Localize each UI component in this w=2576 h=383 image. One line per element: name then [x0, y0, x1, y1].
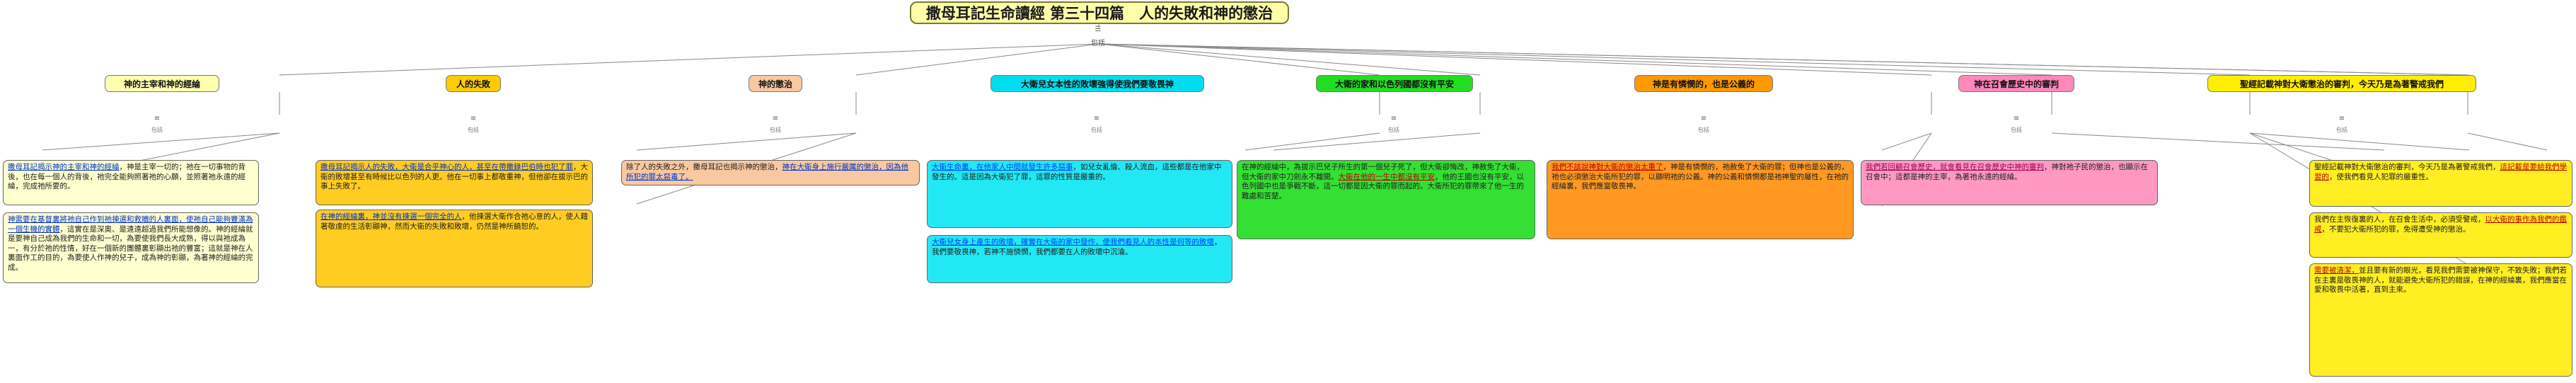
note-highlight: 大衛生命裏，在他家人中間就發生許多惡事 — [932, 163, 1073, 171]
note-text: 在神的經綸中，為拔示巴兒子所生的第一個兒子死了，但大衛卻悔改，神赦免了大衛，但大… — [1242, 163, 1524, 181]
note-text: 聖經記載神對大衛懲治的審判，今天乃是為著警戒我們， — [2314, 163, 2500, 171]
mini-label: 包括 — [1091, 127, 1102, 133]
mini-label: 包括 — [2336, 127, 2347, 133]
topic-no-peace[interactable]: 大衛的家和以色列國都沒有平安 — [1316, 75, 1473, 92]
topic-fear-god[interactable]: 大衛兒女本性的敗壞強得使我們要敬畏神 — [990, 75, 1204, 92]
note-text: ，不要犯大衛所犯的罪，免得遭受神的懲治。 — [2321, 224, 2471, 234]
note-text: ，我們要敬畏神，若神不施憐憫，我們都要在人的敗壞中沉淪。 — [932, 238, 1222, 256]
note-highlight: 大衛在他的一生中都沒有平安 — [1338, 172, 1436, 181]
note-highlight: 我們若回顧召會歷史，就會看見在召會歷史中神的審判 — [1866, 163, 2044, 171]
note-highlight: 撒母耳記揭示人的失敗，大衛是合乎神心的人，甚至在帶撒錄巴伯時也犯了罪 — [320, 163, 573, 171]
topic-church-judgment[interactable]: 神在召會歷史中的審判 — [1958, 75, 2074, 92]
mini-label: 包括 — [151, 127, 163, 133]
note-sovereignty-1: 撒母耳記揭示神的主宰和神的經綸，神是主宰一切的；祂在一切事物的背後，也在每一個人… — [3, 160, 259, 205]
note-highlight: 大衛兒女身上產生的敗壞，確實在大衛的家中發作，使我們看見人的本性是何等的敗壞 — [932, 238, 1214, 246]
topic-mercy-righteousness[interactable]: 神是有憐憫的，也是公義的 — [1634, 75, 1773, 92]
topic-human-failure[interactable]: 人的失敗 — [446, 75, 501, 92]
note-highlight: 神需要在基督裏將祂自己作到祂揀選和救贖的人裏面，使祂自己能夠豐滿為一個生機的實體 — [8, 215, 253, 234]
list-icon[interactable]: ☰ — [1094, 25, 1102, 33]
topic-discipline[interactable]: 神的懲治 — [749, 75, 802, 92]
list-icon[interactable]: ≡ — [1700, 115, 1707, 122]
note-text: ，神是主宰一切的；祂在一切事物的背後，也在每一個人的背後，祂完全能夠照著祂的心願… — [8, 163, 246, 190]
list-icon[interactable]: ≡ — [1390, 115, 1397, 122]
note-text: ，他的王國也沒有平安，以色列國中也是爭戰不斷，這一切都是因大衛的罪而起的。大衛所… — [1242, 172, 1524, 200]
note-highlight: 在神的經綸裏，神並沒有揀選一個完全的人 — [320, 212, 462, 221]
root-label: 包括 — [1091, 40, 1105, 47]
note-discipline: 除了人的失敗之外，撒母耳記也揭示神的懲治，神在大衛身上施行嚴厲的懲治，因為他所犯… — [621, 160, 920, 185]
note-warning-3: 需要被清潔，並且要有新的眼光，看見我們需要被神保守，不致失敗；我們若在主裏是敬畏… — [2309, 263, 2572, 377]
list-icon[interactable]: ≡ — [154, 115, 161, 122]
note-church-judgment: 我們若回顧召會歷史，就會看見在召會歷史中神的審判，神對祂子民的懲治，也顯示在召會… — [1861, 160, 2158, 205]
note-sovereignty-2: 神需要在基督裏將祂自己作到祂揀選和救贖的人裏面，使祂自己能夠豐滿為一個生機的實體… — [3, 212, 259, 283]
note-highlight: 需要被清潔， — [2314, 266, 2359, 275]
list-icon[interactable]: ≡ — [772, 115, 779, 122]
note-highlight: 神在大衛身上施行嚴厲的懲治，因為他所犯的罪太惡毒了。 — [626, 163, 908, 181]
mini-label: 包括 — [1388, 127, 1399, 133]
note-text: ，他揀選大衛作合祂心意的人，使人藉著敬虔的生活彰顯神，然而大衛的失敗和敗壞，仍然… — [320, 212, 588, 231]
list-icon[interactable]: ≡ — [470, 115, 477, 122]
list-icon[interactable]: ≡ — [2013, 115, 2020, 122]
mini-label: 包括 — [2011, 127, 2022, 133]
note-text: 我們在主恢復裏的人，在召會生活中，必須受警戒， — [2314, 215, 2485, 224]
topic-sovereignty[interactable]: 神的主宰和神的經綸 — [105, 75, 219, 92]
note-text: ，神是有憐憫的，祂赦免了大衛的罪；但神也是公義的，祂也必須懲治大衛所犯的罪，以顯… — [1552, 163, 1849, 190]
topic-warning[interactable]: 聖經記載神對大衛懲治的審判，今天乃是為著警戒我們 — [2207, 75, 2476, 92]
map-title: 撒母耳記生命讀經 第三十四篇 人的失敗和神的懲治 — [910, 1, 1289, 24]
note-failure-2: 在神的經綸裏，神並沒有揀選一個完全的人，他揀選大衛作合祂心意的人，使人藉著敬虔的… — [316, 210, 593, 287]
note-text: 並且要有新的眼光，看見我們需要被神保守，不致失敗；我們若在主裏是敬畏神的人，就能… — [2314, 266, 2567, 294]
note-text: 除了人的失敗之外，撒母耳記也揭示神的懲治， — [626, 163, 782, 171]
note-warning-1: 聖經記載神對大衛懲治的審判，今天乃是為著警戒我們，這記載是要給我們學習的，使我們… — [2309, 160, 2572, 207]
mini-label: 包括 — [468, 127, 479, 133]
note-highlight: 以大衛的事作為我們的鑑戒 — [2314, 215, 2567, 234]
mini-label: 包括 — [770, 127, 781, 133]
note-text: ，使我們看見人犯罪的嚴重性。 — [2329, 172, 2433, 181]
note-fear-2: 大衛兒女身上產生的敗壞，確實在大衛的家中發作，使我們看見人的本性是何等的敗壞，我… — [927, 235, 1232, 283]
note-warning-2: 我們在主恢復裏的人，在召會生活中，必須受警戒，以大衛的事作為我們的鑑戒，不要犯大… — [2309, 212, 2572, 258]
note-fear-1: 大衛生命裏，在他家人中間就發生許多惡事，如兒女亂倫、殺人流血，這些都是在他家中發… — [927, 160, 1232, 228]
list-icon[interactable]: ≡ — [2338, 115, 2345, 122]
note-highlight: 這記載是要給我們學習的 — [2314, 163, 2567, 181]
note-text: ，大衛的敗壞甚至有時候比以色列的人更。他在一切事上都敬重神，但他卻在拔示巴的事上… — [320, 163, 588, 190]
note-text: ，神對祂子民的懲治，也顯示在召會中；這都是神的主宰，為著祂永遠的經綸。 — [1866, 163, 2148, 181]
note-no-peace: 在神的經綸中，為拔示巴兒子所生的第一個兒子死了，但大衛卻悔改，神赦免了大衛，但大… — [1237, 160, 1535, 239]
note-text: ，這實在是深奧、是遠遠超過我們所能想像的。神的經綸就是要神自己成為我們的生命和一… — [8, 224, 253, 272]
note-failure-1: 撒母耳記揭示人的失敗，大衛是合乎神心的人，甚至在帶撒錄巴伯時也犯了罪，大衛的敗壞… — [316, 160, 593, 205]
note-text: ，如兒女亂倫、殺人流血，這些都是在他家中發生的。這是因為大衛犯了罪，這罪的性質是… — [932, 163, 1222, 181]
note-highlight: 撒母耳記揭示神的主宰和神的經綸 — [8, 163, 120, 171]
note-highlight: 我們不該說神對大衛的懲治太重了 — [1552, 163, 1663, 171]
mini-label: 包括 — [1698, 127, 1709, 133]
note-mercy: 我們不該說神對大衛的懲治太重了，神是有憐憫的，祂赦免了大衛的罪；但神也是公義的，… — [1547, 160, 1854, 239]
list-icon[interactable]: ≡ — [1093, 115, 1100, 122]
